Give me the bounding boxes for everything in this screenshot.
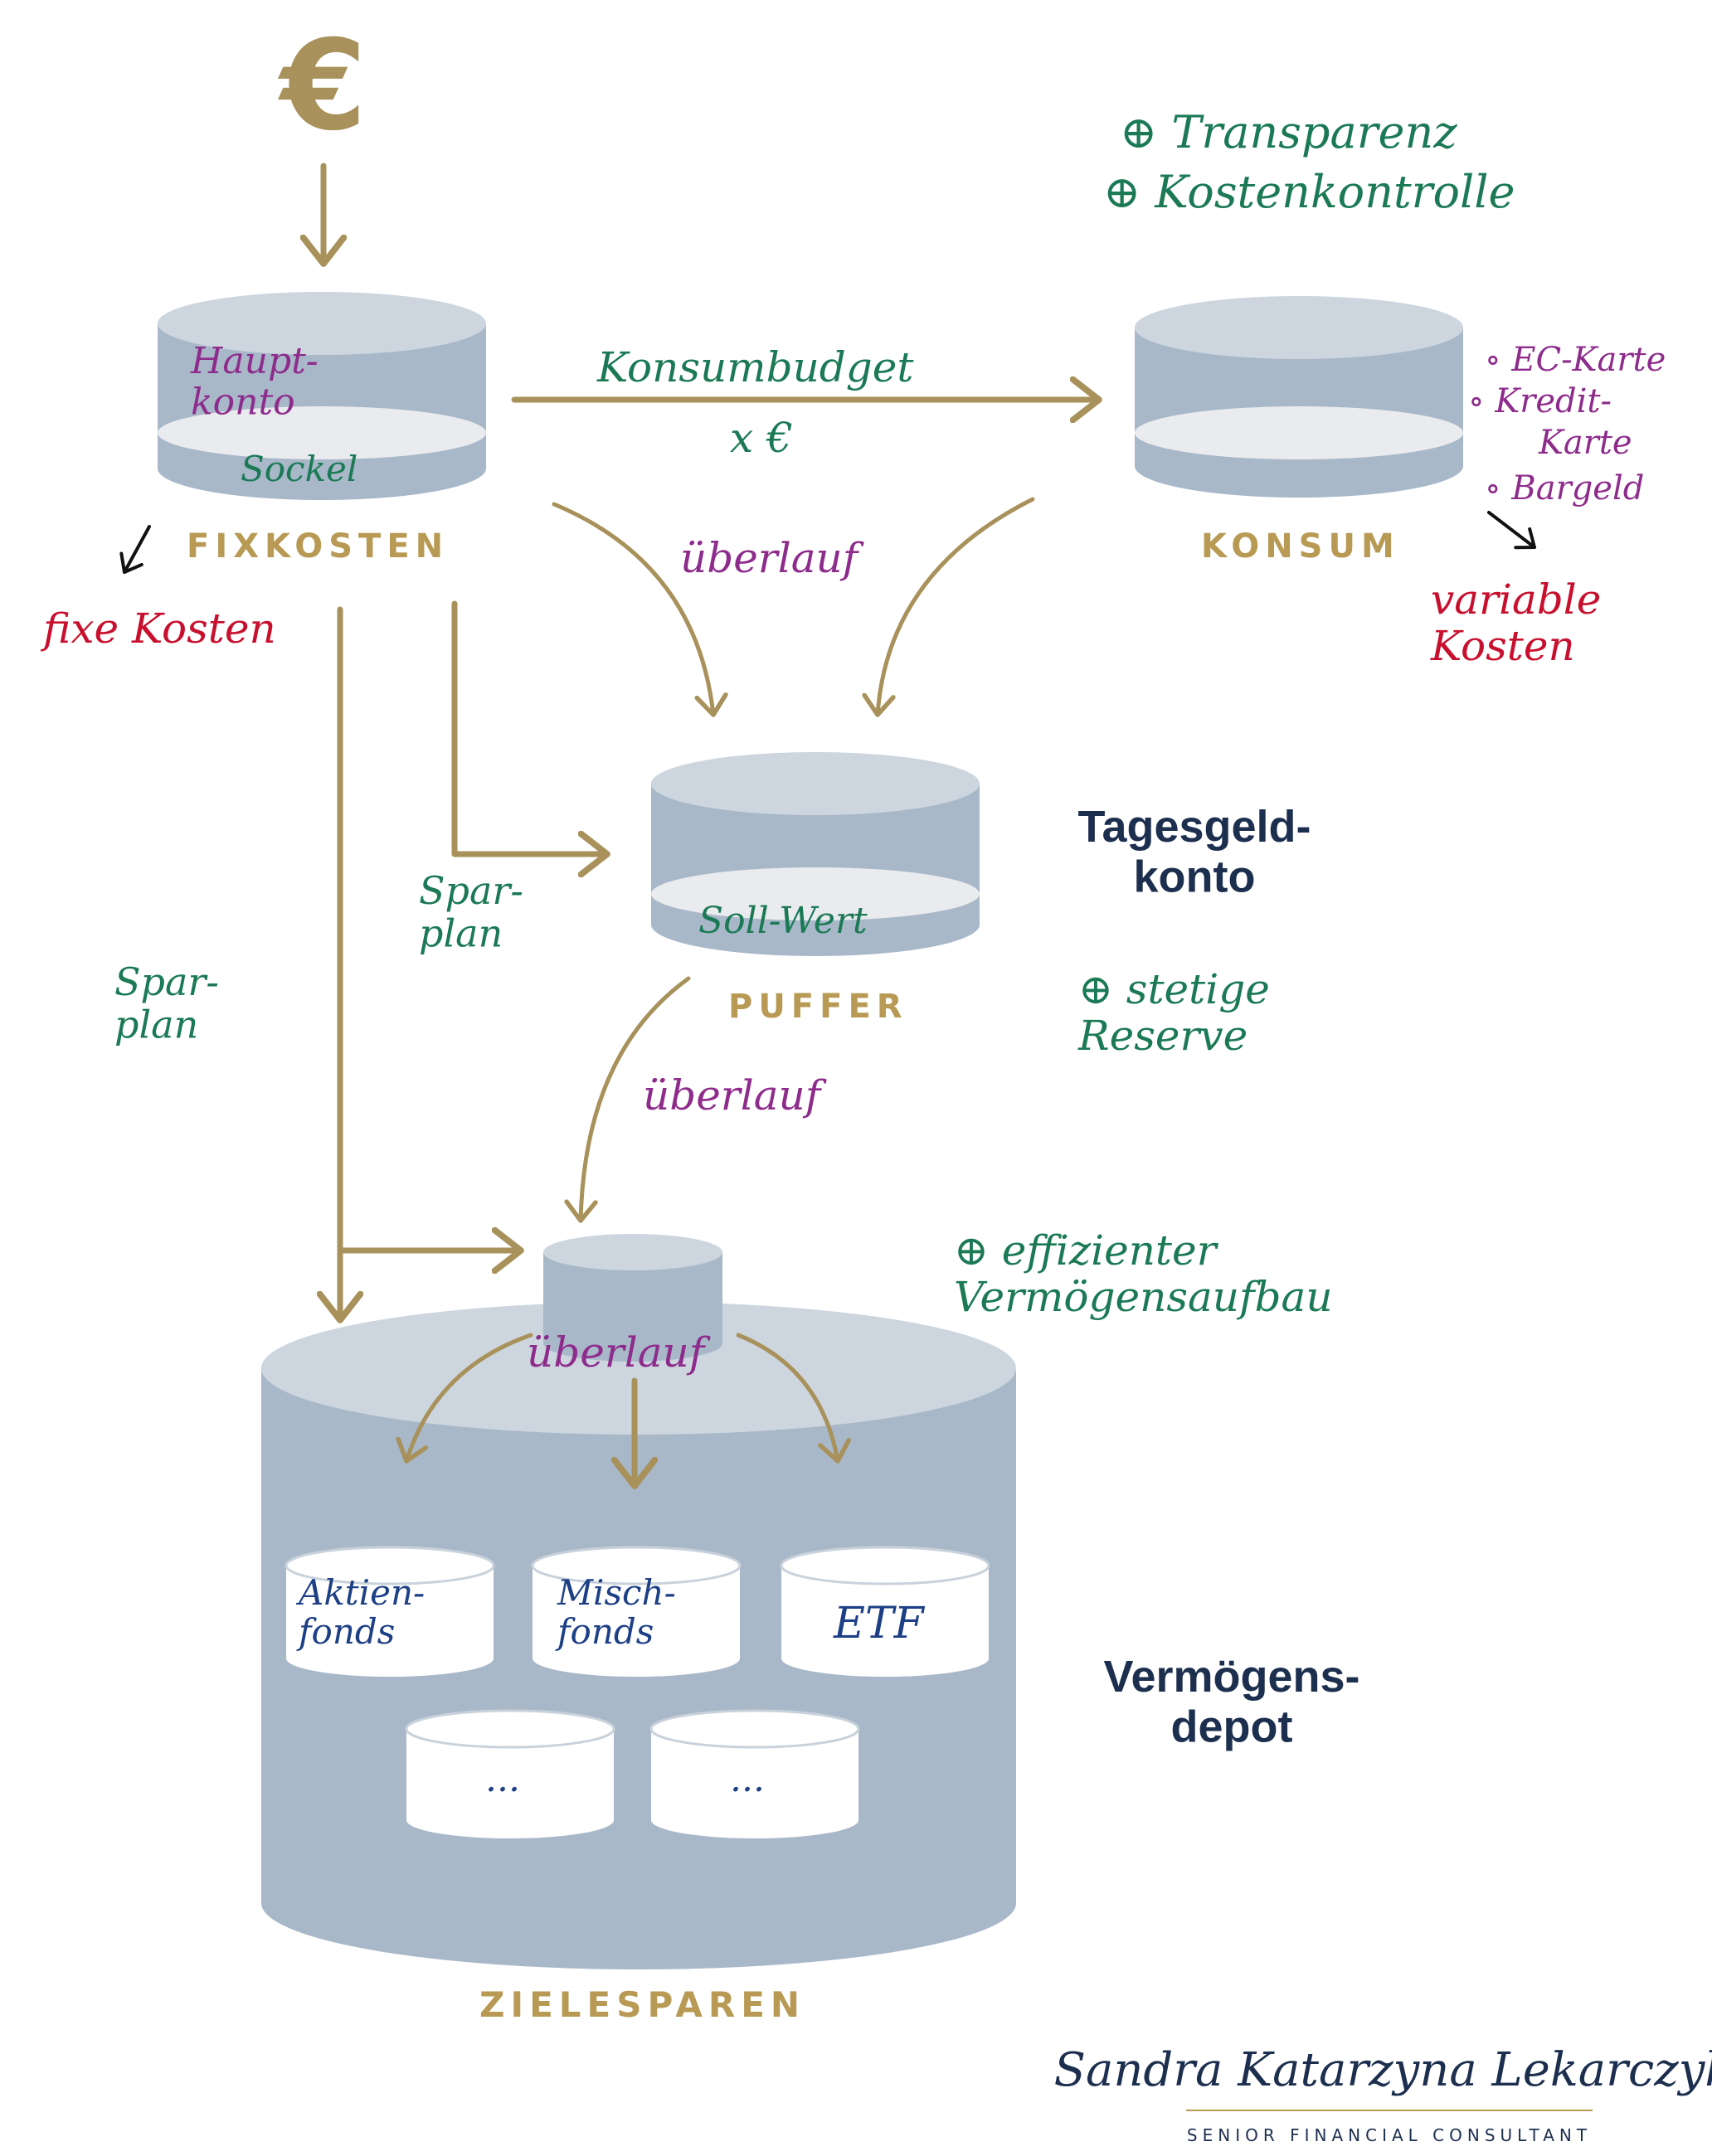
- vermoegensdepot-title: Vermögens-depot: [1103, 1652, 1359, 1752]
- sparplan-puffer-note: Spar-plan: [419, 868, 523, 956]
- fund-other-1: [405, 1709, 615, 1838]
- ueberlauf-konsum-arrow: [878, 497, 1035, 715]
- fund-mischfonds: [531, 1546, 742, 1677]
- signature-role: SENIOR FINANCIAL CONSULTANT: [1187, 2125, 1592, 2145]
- konsum-amount-note: x €: [730, 414, 793, 462]
- benefit-transparenz: ⊕ Transparenz: [1120, 106, 1457, 158]
- distribution-left-arrow: [406, 1333, 533, 1461]
- fund-label-other-1: ...: [485, 1758, 520, 1800]
- fund-etf: [780, 1546, 990, 1677]
- konsum-label: KONSUM: [1201, 527, 1400, 566]
- fund-label-aktienfonds: Aktien-fonds: [295, 1572, 425, 1652]
- fund-other-2: [649, 1709, 860, 1838]
- card-karte: Karte: [1538, 424, 1632, 462]
- puffer-cylinder: [651, 752, 980, 956]
- hauptkonto-note: Haupt-konto: [190, 340, 319, 423]
- sparplan-depot-note: Spar-plan: [114, 959, 219, 1047]
- card-ec: ∘ EC-Karte: [1485, 341, 1666, 379]
- konsumbudget-note: Konsumbudget: [596, 343, 914, 391]
- fund-label-etf: ETF: [833, 1599, 926, 1649]
- soll-wert-note: Soll-Wert: [698, 900, 868, 942]
- fixkosten-label: FIXKOSTEN: [187, 527, 449, 566]
- zielesparen-label: ZIELESPAREN: [479, 1984, 805, 2025]
- puffer-label: PUFFER: [728, 988, 908, 1026]
- card-kredit: ∘ Kredit-: [1468, 382, 1612, 420]
- ueberlauf-mid-note: überlauf: [643, 1071, 827, 1119]
- distribution-right-arrow: [736, 1333, 838, 1461]
- tagesgeldkonto-title: Tagesgeld-konto: [1077, 802, 1311, 902]
- ueberlauf-top-note: überlauf: [680, 534, 864, 582]
- fixe-kosten-note: fixe Kosten: [40, 605, 276, 653]
- fixe-kosten-pointer: [119, 525, 151, 574]
- euro-symbol: €: [278, 14, 367, 158]
- fund-aktienfonds: [285, 1546, 495, 1677]
- fixkosten-cylinder: [158, 292, 486, 500]
- fund-label-mischfonds: Misch-fonds: [555, 1572, 676, 1652]
- signature-name: Sandra Katarzyna Lekarczyk: [1054, 2043, 1712, 2097]
- fund-label-other-2: ...: [730, 1758, 765, 1800]
- benefit-kostenkontrolle: ⊕ Kostenkontrolle: [1103, 166, 1515, 218]
- variable-costs-pointer: [1487, 511, 1536, 550]
- konsum-cylinder: [1135, 296, 1463, 498]
- ueberlauf-puffer-arrow: [581, 976, 691, 1221]
- sparplan-to-puffer-arrow: [451, 600, 607, 854]
- card-bargeld: ∘ Bargeld: [1485, 469, 1644, 507]
- sockel-note: Sockel: [241, 449, 357, 489]
- zielesparen-overflow-note: überlauf: [527, 1328, 711, 1377]
- ueberlauf-fixkosten-arrow: [552, 502, 713, 715]
- overflow-tank: [543, 1234, 722, 1362]
